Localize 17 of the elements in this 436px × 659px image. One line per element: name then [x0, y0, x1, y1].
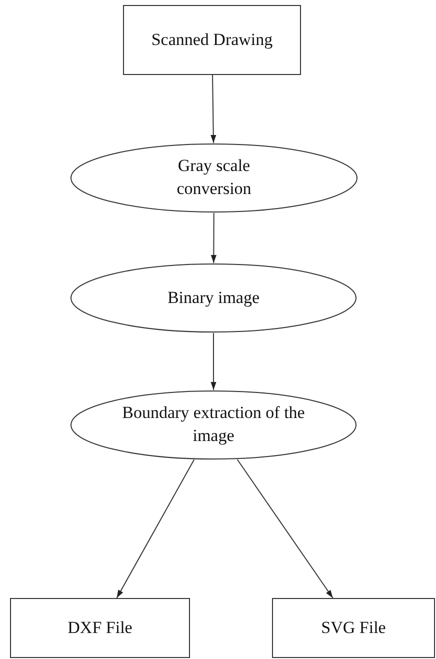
node-label: Scanned Drawing — [151, 28, 273, 51]
process-box — [123, 5, 301, 75]
process-box — [10, 598, 190, 658]
arrow — [210, 332, 216, 390]
arrow — [236, 459, 334, 598]
process-box — [272, 598, 435, 658]
arrow — [210, 74, 216, 144]
node-label: Boundary extraction of the image — [121, 402, 306, 447]
arrow — [210, 212, 216, 264]
node-label: SVG File — [321, 616, 386, 639]
process-ellipse — [70, 390, 357, 460]
process-ellipse — [70, 143, 358, 213]
node-label: DXF File — [68, 616, 132, 639]
node-label: Binary image — [167, 286, 260, 309]
node-label: Gray scale conversion — [176, 155, 252, 200]
arrow — [116, 459, 195, 598]
process-ellipse — [70, 263, 357, 333]
